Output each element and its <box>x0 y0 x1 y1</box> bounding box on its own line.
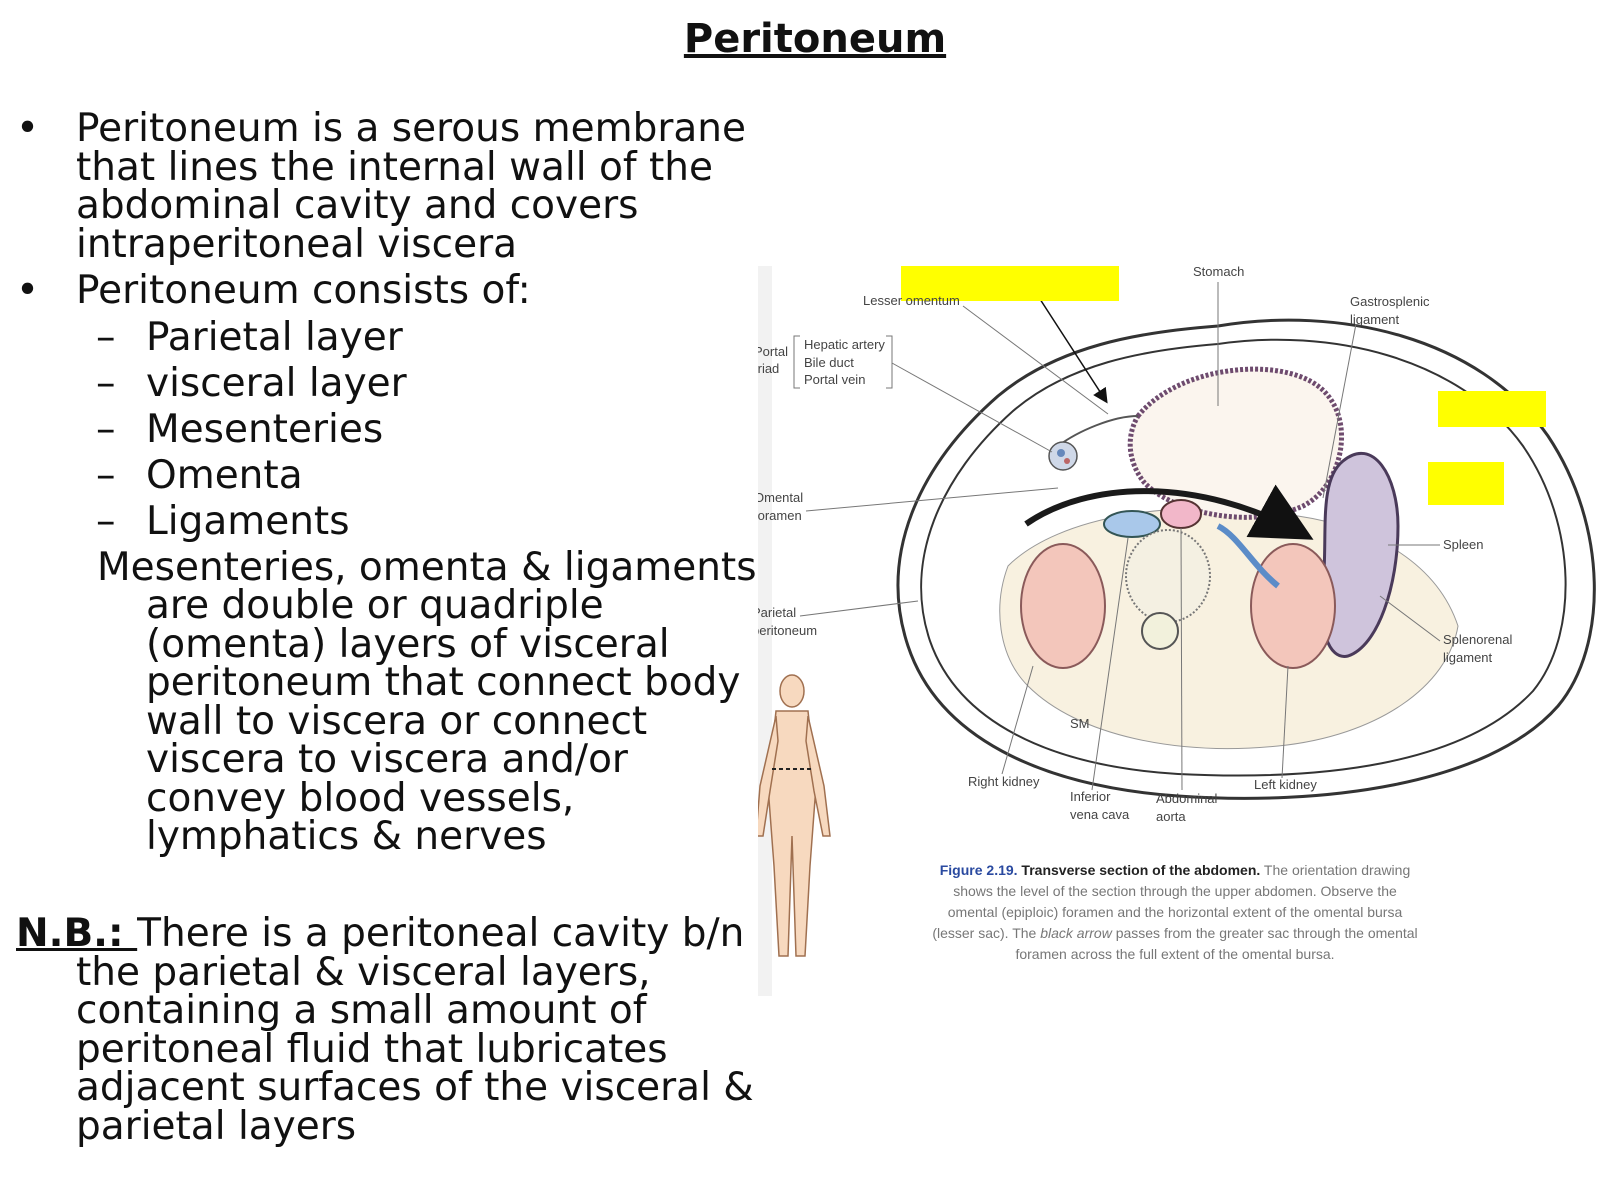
label-ivc-1: Inferior <box>1070 789 1111 804</box>
sub-bullet-text: Omenta <box>146 452 303 498</box>
label-splenorenal-1: Splenorenal <box>1443 632 1512 647</box>
label-gastrosplenic-1: Gastrosplenic <box>1350 294 1430 309</box>
leader-line <box>805 487 1059 512</box>
body-wall-outer <box>896 318 1596 800</box>
caption-title: Transverse section of the abdomen. <box>1017 862 1261 878</box>
bullet-symbol: • <box>16 106 40 151</box>
spleen <box>1320 452 1400 658</box>
highlight-box <box>1438 391 1546 427</box>
sub-bullet-symbol: – <box>96 498 116 544</box>
label-portal-2: triad <box>758 361 779 376</box>
sub-bullet-symbol: – <box>96 452 116 498</box>
vertebra <box>1125 529 1211 623</box>
label-hepatic-artery: Hepatic artery <box>804 337 885 352</box>
leader-line <box>1180 527 1183 791</box>
bullet-symbol: • <box>16 268 40 313</box>
note: N.B.: There is a peritoneal cavity b/n t… <box>0 914 760 1146</box>
leader-line <box>1001 665 1034 775</box>
bracket <box>886 335 893 389</box>
left-kidney <box>1250 543 1336 669</box>
sub-paragraph: Mesenteries, omenta & ligaments are doub… <box>97 544 757 859</box>
sub-bullet-text: Parietal layer <box>146 314 403 360</box>
spinal-cord <box>1141 612 1179 650</box>
label-aorta-2: aorta <box>1156 809 1186 824</box>
label-stomach: Stomach <box>1193 266 1244 279</box>
abdominal-aorta <box>1160 499 1202 529</box>
stomach <box>1127 366 1344 520</box>
portal-vessel <box>1064 458 1070 464</box>
sub-bullet-symbol: – <box>96 406 116 452</box>
lesser-omentum-line <box>1057 415 1139 447</box>
inferior-vena-cava <box>1103 510 1161 538</box>
sub-bullet-item: – Ligaments <box>0 498 760 544</box>
pointer-arrow <box>1037 295 1108 404</box>
label-parietal-2: peritoneum <box>758 623 817 638</box>
figure-caption: Figure 2.19. Transverse section of the a… <box>930 860 1420 965</box>
label-portal-vein: Portal vein <box>804 372 865 387</box>
leader-line <box>1379 595 1441 642</box>
renal-vein <box>1216 523 1280 589</box>
label-splenorenal-2: ligament <box>1443 650 1493 665</box>
body-wall-inner <box>920 338 1567 777</box>
sub-bullet-item: – Parietal layer <box>0 314 760 360</box>
sub-bullet-symbol: – <box>96 360 116 406</box>
label-aorta-1: Abdominal <box>1156 791 1218 806</box>
label-lesser-omentum: Lesser omentum <box>863 293 960 308</box>
label-portal-1: Portal <box>758 344 788 359</box>
label-spleen: Spleen <box>1443 537 1483 552</box>
leader-line <box>799 600 919 617</box>
leader-line <box>891 362 1053 453</box>
label-left-kidney: Left kidney <box>1254 777 1317 792</box>
note-text: There is a peritoneal cavity b/n the par… <box>76 911 754 1149</box>
portal-vessel <box>1057 449 1065 457</box>
leader-line <box>962 305 1109 415</box>
label-omental-1: Omental <box>758 490 803 505</box>
sub-bullet-item: – Mesenteries <box>0 406 760 452</box>
highlight-box <box>901 266 1119 301</box>
sub-bullet-text: visceral layer <box>146 360 407 406</box>
label-ivc-2: vena cava <box>1070 807 1130 822</box>
right-kidney <box>1020 543 1106 669</box>
leader-line <box>1322 323 1357 499</box>
label-parietal-1: Parietal <box>758 605 796 620</box>
bracket <box>793 335 800 389</box>
omental-bursa-arrow <box>1024 484 1314 540</box>
label-gastrosplenic-2: ligament <box>1350 312 1400 327</box>
bullet-text: Peritoneum consists of: <box>76 268 531 313</box>
label-bile-duct: Bile duct <box>804 355 854 370</box>
label-right-kidney: Right kidney <box>968 774 1040 789</box>
leader-line <box>1091 537 1129 791</box>
abdomen-cross-section-figure: Stomach Lesser omentum Gastrosplenic lig… <box>758 266 1596 996</box>
sub-bullet-text: Ligaments <box>146 498 350 544</box>
caption-number: Figure 2.19. <box>939 862 1018 878</box>
sub-bullet-text: Mesenteries <box>146 406 384 452</box>
bullet-item: • Peritoneum consists of: <box>0 268 760 313</box>
note-label: N.B.: <box>16 911 138 956</box>
caption-emphasis: black arrow <box>1040 925 1112 941</box>
caption-body: The orientation drawing shows the level … <box>932 862 1411 941</box>
highlight-box <box>1428 462 1504 505</box>
sub-bullet-symbol: – <box>96 314 116 360</box>
slide-title: Peritoneum <box>683 16 947 62</box>
bullet-item: • Peritoneum is a serous membrane that l… <box>0 106 760 264</box>
caption-body-end: passes from the greater sac through the … <box>1015 925 1418 962</box>
label-sm: SM <box>1070 716 1090 731</box>
orientation-human-figure <box>758 674 831 957</box>
label-omental-2: foramen <box>758 508 802 523</box>
leader-line <box>1281 665 1289 779</box>
sub-bullet-item: – Omenta <box>0 452 760 498</box>
bullet-text: Peritoneum is a serous membrane that lin… <box>76 106 746 267</box>
sub-bullet-item: – visceral layer <box>0 360 760 406</box>
bullet-list: • Peritoneum is a serous membrane that l… <box>0 106 760 859</box>
